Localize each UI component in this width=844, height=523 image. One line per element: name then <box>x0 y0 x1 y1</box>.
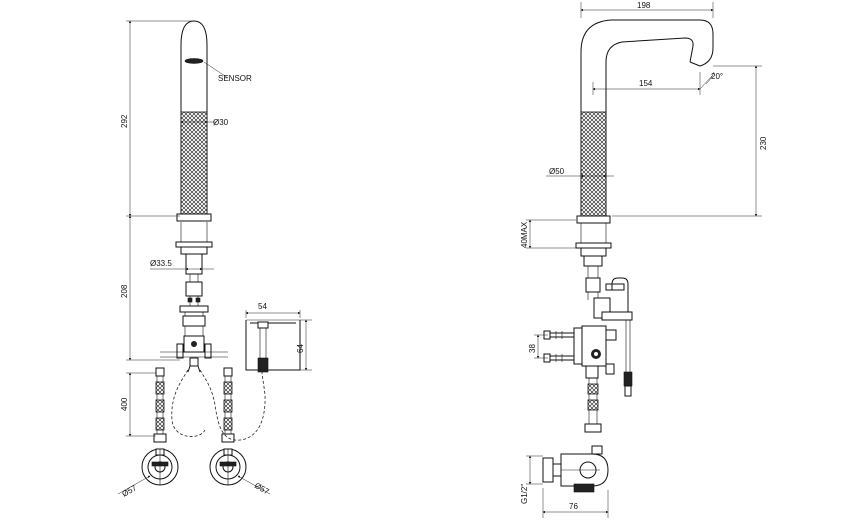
side-cable <box>623 320 633 397</box>
side-valve-assembly <box>573 266 633 433</box>
spout-angle-label: 20° <box>711 72 723 81</box>
outlet-width-label: 76 <box>569 502 578 511</box>
flange-diameter-right-label: Ø57 <box>253 481 271 497</box>
body-diameter-label: Ø50 <box>549 167 565 176</box>
front-valve-assembly <box>160 281 228 373</box>
front-dimensions <box>117 20 312 495</box>
side-view: 198 154 20° 230 Ø50 40MAX 38 G1/2" 76 <box>520 1 768 518</box>
side-dimensions <box>526 2 762 518</box>
front-hose-right <box>199 367 266 443</box>
side-spout <box>575 19 714 267</box>
flange-diameter-left-label: Ø57 <box>121 483 139 499</box>
spout-height-label: 230 <box>759 136 768 150</box>
front-flange-right <box>209 448 247 486</box>
thread-size-label: G1/2" <box>520 484 529 504</box>
height-spout-label: 292 <box>120 114 129 128</box>
box-height-label: 64 <box>296 344 305 353</box>
spout-reach-inner-label: 154 <box>639 79 653 88</box>
deck-max-label: 40MAX <box>520 221 529 248</box>
spout-diameter-label: Ø30 <box>213 118 229 127</box>
sensor-label: SENSOR <box>218 74 252 83</box>
side-anchor-screws <box>543 330 575 363</box>
base-diameter-label: Ø33.5 <box>150 259 172 268</box>
bracket-height-label: 38 <box>528 344 537 353</box>
front-battery-box <box>245 319 301 373</box>
side-outlet <box>542 445 609 493</box>
spout-reach-total-label: 198 <box>637 1 651 10</box>
hose-length-label: 400 <box>120 397 129 411</box>
front-flange-left <box>141 448 179 486</box>
height-body-label: 208 <box>120 284 129 298</box>
front-hose-left <box>153 367 206 443</box>
front-view: SENSOR Ø30 292 208 Ø33.5 400 54 64 Ø57 Ø… <box>117 20 312 499</box>
box-width-label: 54 <box>258 302 267 311</box>
